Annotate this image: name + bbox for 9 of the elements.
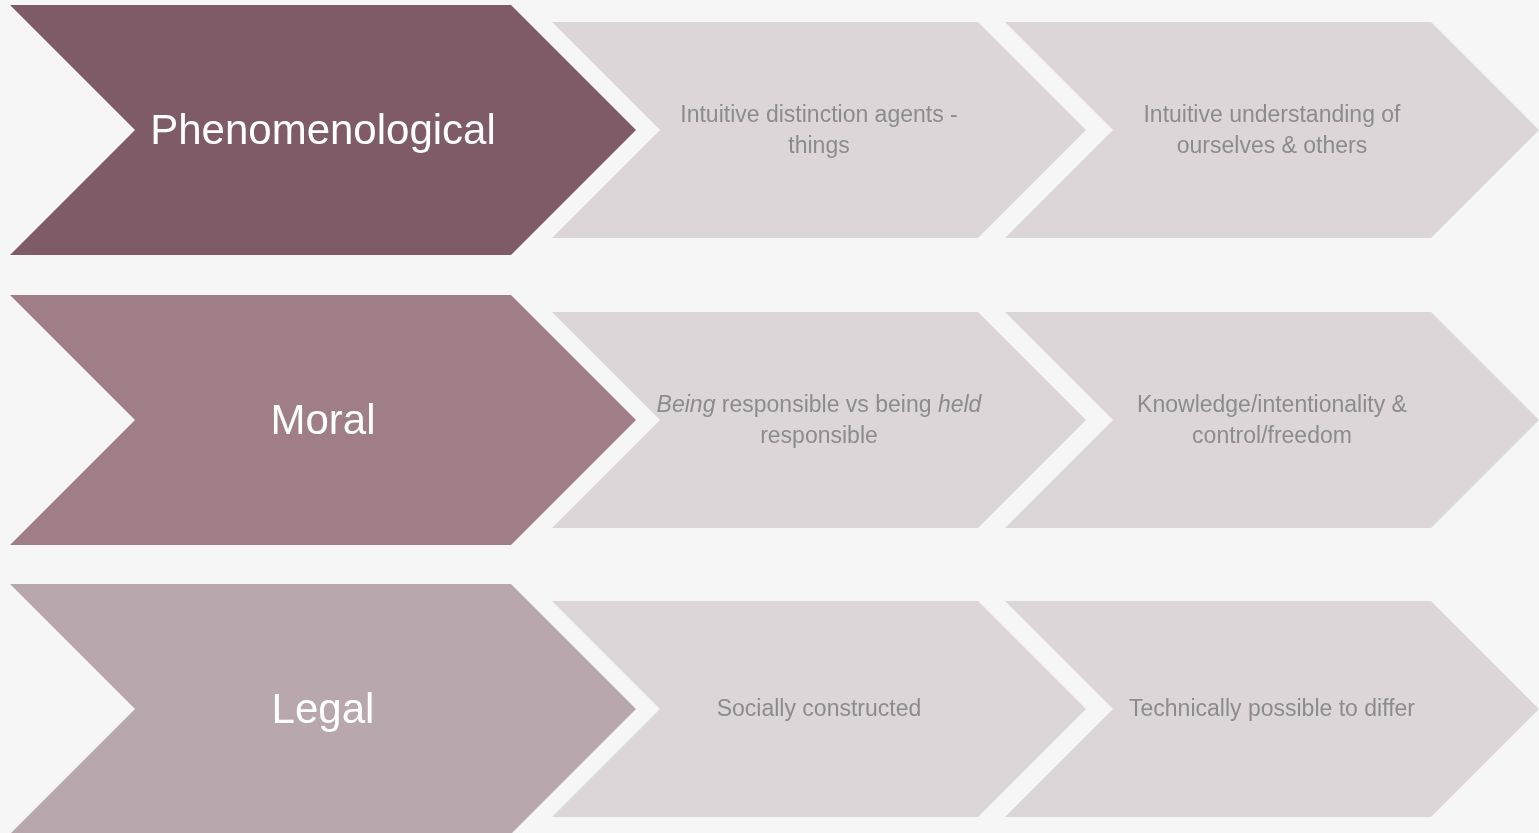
chevron-label: Moral [270, 394, 376, 445]
chevron-label: Intuitive distinction agents - things [679, 99, 959, 160]
chevron-label: Socially constructed [716, 694, 922, 724]
chevron-label: Being responsible vs being held responsible [655, 389, 983, 450]
chevron-label: Technically possible to differ [1129, 694, 1415, 724]
chevron-label: Knowledge/intentionality & control/freedom [1136, 389, 1408, 450]
chevron-label: Phenomenological [150, 104, 496, 155]
chevron-label: Legal [271, 683, 375, 734]
chevron-label: Intuitive understanding of ourselves & others [1142, 99, 1402, 160]
